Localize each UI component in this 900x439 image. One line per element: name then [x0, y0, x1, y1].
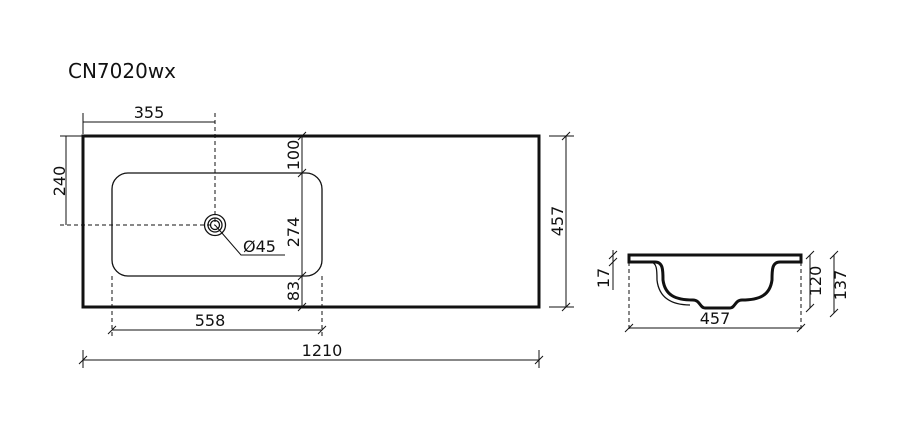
top-view: 355 240 100 274 83 Ø45 558 1210 457 [50, 103, 574, 368]
basin-profile [627, 253, 803, 310]
dim-100: 100 [284, 140, 303, 171]
dim-137: 137 [831, 270, 850, 301]
dim-457-top: 457 [548, 206, 567, 237]
dim-240: 240 [50, 166, 69, 197]
dim-drain-diameter: Ø45 [243, 237, 276, 256]
dim-120: 120 [806, 266, 825, 297]
model-title: CN7020wx [68, 59, 176, 83]
dim-558: 558 [195, 311, 226, 330]
countertop-outline [81, 134, 541, 309]
dim-457-side: 457 [700, 309, 731, 328]
dim-1210: 1210 [302, 341, 343, 360]
dim-274: 274 [284, 217, 303, 248]
side-view: 457 17 120 137 [594, 250, 850, 333]
dim-83: 83 [284, 281, 303, 301]
dim-355: 355 [134, 103, 165, 122]
dim-17: 17 [594, 268, 613, 288]
